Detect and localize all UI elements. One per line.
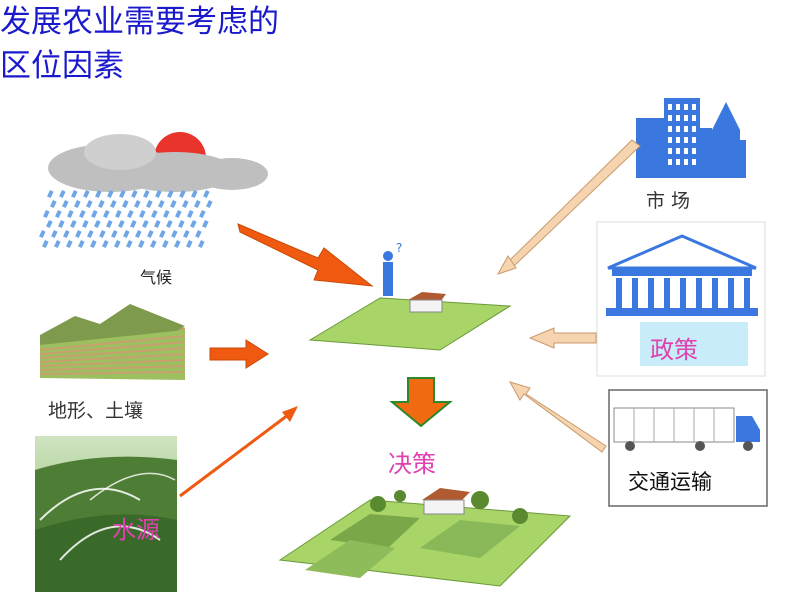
- result-field: [278, 488, 572, 587]
- water-label: 水源: [112, 516, 160, 544]
- terrain-illustration: [39, 304, 186, 380]
- climate-illustration: [39, 132, 268, 249]
- policy-illustration: [596, 221, 766, 377]
- climate-arrow: [237, 223, 374, 287]
- decision-label: 决策: [388, 450, 436, 478]
- transport-illustration: [608, 389, 768, 507]
- climate-label: 气候: [140, 268, 173, 287]
- central-field: ?: [308, 241, 512, 351]
- decision-arrow: [389, 377, 453, 428]
- market-illustration: [636, 98, 746, 178]
- policy-arrow: [528, 327, 597, 349]
- page-title: 发展农业需要考虑的 区位因素: [0, 0, 794, 88]
- cloud-icon: [48, 134, 268, 192]
- water-arrow: [179, 410, 293, 498]
- transport-label: 交通运输: [628, 470, 712, 494]
- policy-label: 政策: [650, 336, 698, 364]
- title-line-2: 区位因素: [0, 48, 124, 84]
- transport-arrow: [508, 381, 607, 453]
- title-line-1: 发展农业需要考虑的: [0, 4, 279, 40]
- terrain-arrow: [209, 339, 269, 369]
- terrain-soil-label: 地形、土壤: [48, 400, 144, 422]
- market-label: 市 场: [646, 190, 691, 212]
- rain-icon: [39, 190, 213, 249]
- question-mark-icon: ?: [396, 241, 402, 255]
- farmer-icon: [383, 251, 393, 296]
- water-illustration: [35, 436, 177, 592]
